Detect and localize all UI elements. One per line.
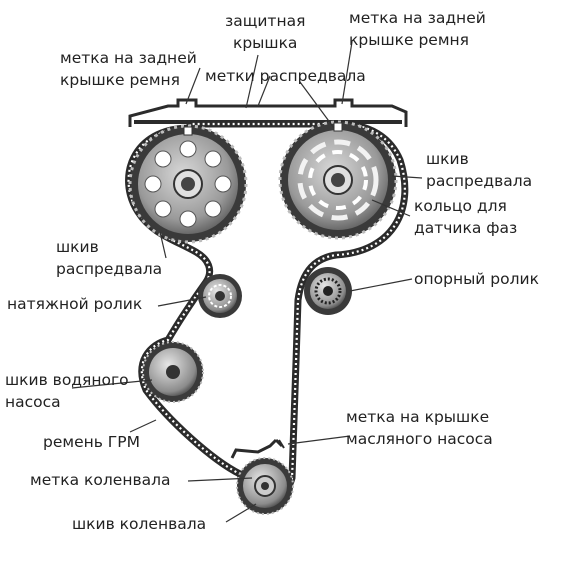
oil-pump-mark-tick bbox=[278, 439, 285, 449]
phase-sensor-ring bbox=[297, 139, 379, 221]
water-pump-pulley bbox=[142, 341, 204, 403]
label-tensioner-roller: натяжной ролик bbox=[7, 295, 143, 313]
camshaft-mark-right bbox=[333, 122, 343, 132]
label-crankshaft-pulley: шкив коленвала bbox=[72, 515, 207, 533]
label-oil-pump-cover-mark: метка на крышке масляного насоса bbox=[346, 408, 493, 448]
label-phase-sensor-ring: кольцо для датчика фаз bbox=[414, 197, 518, 237]
label-water-pump-pulley: шкив водяного насоса bbox=[5, 371, 129, 411]
label-timing-belt: ремень ГРМ bbox=[43, 433, 140, 451]
timing-belt bbox=[125, 120, 409, 503]
crankshaft-pulley bbox=[236, 457, 294, 515]
oil-pump-cover-mark bbox=[230, 438, 284, 459]
label-crankshaft-mark: метка коленвала bbox=[30, 471, 171, 489]
protective-cover bbox=[128, 98, 408, 127]
tensioner-roller bbox=[198, 274, 242, 318]
label-camshaft-pulley-right: шкив распредвала bbox=[426, 150, 533, 190]
label-idler-roller: опорный ролик bbox=[414, 270, 539, 288]
camshaft-mark-left bbox=[183, 126, 193, 136]
label-rear-cover-mark-left: метка на задней крышке ремня bbox=[60, 49, 197, 89]
label-camshaft-pulley-left: шкив распредвала bbox=[56, 238, 163, 278]
label-camshaft-marks: метки распредвала bbox=[205, 67, 366, 85]
label-protective-cover: защитная крышка bbox=[225, 12, 306, 52]
label-rear-cover-mark-right: метка на задней крышке ремня bbox=[349, 9, 486, 49]
camshaft-pulley-right bbox=[278, 120, 398, 240]
idler-roller bbox=[304, 267, 352, 315]
camshaft-pulley-left bbox=[128, 124, 248, 244]
leader-lines bbox=[71, 41, 423, 523]
